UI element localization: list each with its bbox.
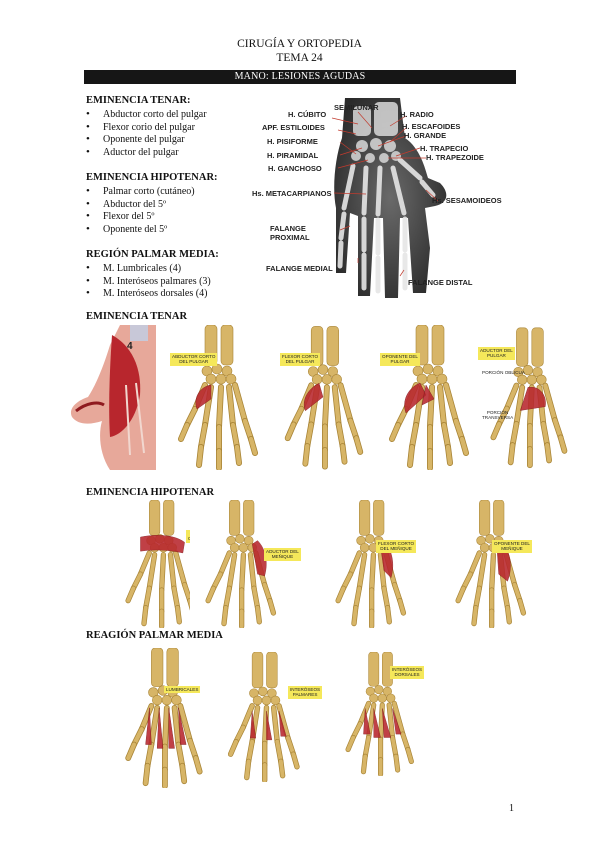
label-escafoides: H. ESCAFOIDES xyxy=(402,122,461,131)
label-metacarpianos: Hs. METACARPIANOS xyxy=(252,189,332,198)
tag-oponente-menique: OPONENTE DEL MEÑIQUE xyxy=(492,540,532,553)
hipotenar-heading: EMINENCIA HIPOTENAR: xyxy=(86,172,218,183)
label-trapezoide: H. TRAPEZOIDE xyxy=(426,153,484,162)
palmar-heading: REGIÓN PALMAR MEDIA: xyxy=(86,249,219,260)
figure-number: 4 xyxy=(127,341,133,352)
tag-porcion-transversa: PORCIÓN TRANSVERSA xyxy=(482,410,514,421)
list-item: Oponente del 5º xyxy=(86,223,195,237)
label-ganchoso: H. GANCHOSO xyxy=(268,164,322,173)
tag-lumbricales: LUMBRICALES xyxy=(164,686,201,694)
tenar-figures-title: EMINENCIA TENAR xyxy=(86,311,188,322)
tenar-dissection-figure: 4 xyxy=(70,325,156,470)
list-item: Flexor del 5º xyxy=(86,210,195,224)
label-radio: H. RADIO xyxy=(400,110,434,119)
list-item: Oponente del pulgar xyxy=(86,133,207,147)
palmar-list: M. Lumbricales (4) M. Interóseos palmare… xyxy=(86,262,211,301)
list-item: Flexor corio del pulgar xyxy=(86,121,207,135)
tag-abductor-corto: ABDUCTOR CORTO DEL PULGAR xyxy=(170,353,218,366)
chapter-banner: MANO: LESIONES AGUDAS xyxy=(84,70,516,84)
tag-interoseos-palmares: INTERÓSEOS PALMARES xyxy=(288,686,323,699)
hipotenar-list: Palmar corto (cutáneo) Abductor del 5º F… xyxy=(86,185,195,237)
hipotenar-figures-title: EMINENCIA HIPOTENAR xyxy=(86,487,215,498)
label-cubito: H. CÚBITO xyxy=(288,110,327,119)
list-item: Abductor del 5º xyxy=(86,198,195,212)
topic-number: TEMA 24 xyxy=(276,52,323,64)
page-header: CIRUGÍA Y ORTOPEDIA TEMA 24 xyxy=(0,37,599,65)
hand-xray-figure: H. CÚBITO SEMILUNAR H. RADIO APF. ESTILO… xyxy=(250,98,516,298)
tag-flexor-corto: FLEXOR CORTO DEL PULGAR xyxy=(280,353,321,366)
list-item: M. Lumbricales (4) xyxy=(86,262,211,276)
label-semilunar: SEMILUNAR xyxy=(334,103,379,112)
label-trapecio: H. TRAPECIO xyxy=(420,144,469,153)
palmar-figure-interoseos-palmares: INTERÓSEOS PALMARES xyxy=(208,651,323,783)
palmar-figures-title: REAGIÓN PALMAR MEDIA xyxy=(86,630,223,641)
palmar-figure-lumbricales: LUMBRICALES xyxy=(108,647,216,789)
tag-aductor-menique: ADUCTOR DEL MEÑIQUE xyxy=(264,548,301,561)
list-item: Abductor corto del pulgar xyxy=(86,108,207,122)
hipotenar-figure-aductor: ADUCTOR DEL MEÑIQUE xyxy=(190,499,302,629)
label-falange-medial: FALANGE MEDIAL xyxy=(266,264,333,273)
tenar-figure-flexor: FLEXOR CORTO DEL PULGAR xyxy=(272,325,372,470)
label-falange-distal: FALANGE DISTAL xyxy=(408,278,473,287)
label-sesamoideos: Hs. SESAMOIDEOS xyxy=(432,196,502,205)
hipotenar-figure-oponente: OPONENTE DEL MEÑIQUE xyxy=(440,499,540,629)
label-piramidal: H. PIRAMIDAL xyxy=(267,151,319,160)
course-title: CIRUGÍA Y ORTOPEDIA xyxy=(237,38,362,50)
list-item: Aductor del pulgar xyxy=(86,146,207,160)
label-grande: H. GRANDE xyxy=(404,131,447,140)
list-item: M. Interóseos dorsales (4) xyxy=(86,287,211,301)
tag-flexor-menique: FLEXOR CORTO DEL MEÑIQUE xyxy=(376,540,417,553)
tag-porcion-oblicua: PORCIÓN OBLICUA xyxy=(482,370,525,375)
label-estiloides: APF. ESTILOIDES xyxy=(262,123,325,132)
tenar-figure-aductor: ADUCTOR DEL PULGAR PORCIÓN OBLICUA PORCI… xyxy=(478,325,576,470)
tag-interoseos-dorsales: INTERÓSEOS DORSALES xyxy=(390,666,425,679)
label-falange-proximal: FALANGE xyxy=(270,224,306,233)
tenar-heading: EMINENCIA TENAR: xyxy=(86,95,191,106)
hipotenar-figure-flexor: FLEXOR CORTO DEL MEÑIQUE xyxy=(320,499,422,629)
tenar-figure-oponente: OPONENTE DEL PULGAR xyxy=(376,324,478,471)
label-falange-proximal-2: PROXIMAL xyxy=(270,233,310,242)
list-item: M. Interóseos palmares (3) xyxy=(86,275,211,289)
tenar-list: Abductor corto del pulgar Flexor corio d… xyxy=(86,108,207,160)
xray-hand-image xyxy=(331,98,447,298)
page-number: 1 xyxy=(509,803,514,814)
label-pisiforme: H. PISIFORME xyxy=(267,137,318,146)
tenar-figure-abductor: ABDUCTOR CORTO DEL PULGAR xyxy=(165,324,267,471)
tag-oponente-pulgar: OPONENTE DEL PULGAR xyxy=(380,353,420,366)
tag-aductor-pulgar: ADUCTOR DEL PULGAR xyxy=(478,347,515,360)
palmar-figure-interoseos-dorsales: INTERÓSEOS DORSALES xyxy=(328,651,428,777)
list-item: Palmar corto (cutáneo) xyxy=(86,185,195,199)
